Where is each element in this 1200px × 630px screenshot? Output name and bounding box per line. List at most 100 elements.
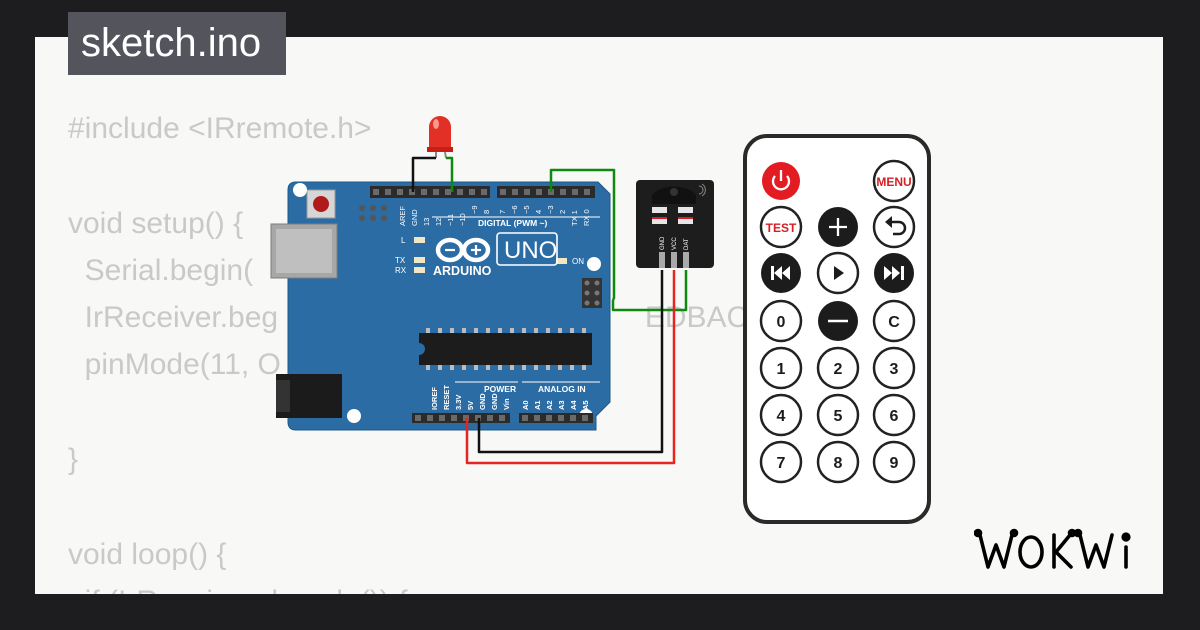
key-label: 1: [777, 361, 786, 378]
rewind-button[interactable]: [761, 253, 801, 293]
board-model: UNO: [504, 237, 557, 264]
code-line: }: [68, 443, 79, 477]
pin-label: Vin: [502, 398, 511, 410]
minus-button[interactable]: [818, 301, 858, 341]
pin-label: RX 0: [582, 209, 591, 226]
pin-label: A2: [545, 400, 554, 410]
remote-key-1[interactable]: 1: [759, 346, 803, 390]
ir-receiver-module[interactable]: GND VCC DAT: [636, 180, 714, 268]
fast-forward-button[interactable]: [874, 253, 914, 293]
analog-label: ANALOG IN: [538, 384, 586, 394]
red-led[interactable]: [427, 116, 453, 159]
digital-label: DIGITAL (PWM ~): [478, 218, 548, 228]
ir-pin-vcc: VCC: [672, 237, 678, 250]
remote-key-4[interactable]: 4: [759, 393, 803, 437]
key-label: C: [888, 314, 900, 331]
wire-ir-vcc: [465, 270, 676, 465]
power-icon: [771, 170, 791, 191]
pin-label: ~6: [510, 205, 519, 214]
play-button[interactable]: [816, 251, 860, 295]
led-label-tx: TX: [395, 256, 406, 265]
menu-label: MENU: [876, 175, 911, 189]
remote-key-8[interactable]: 8: [816, 440, 860, 484]
remote-key-0[interactable]: 0: [759, 299, 803, 343]
code-editor[interactable]: #include <IRremote.h> void setup() { Seri…: [68, 105, 787, 594]
pin-label: AREF: [398, 206, 407, 226]
pin-label: ~3: [546, 205, 555, 214]
test-button[interactable]: TEST: [759, 205, 803, 249]
pin-label: 5V: [466, 401, 475, 410]
pin-label: ~10: [458, 213, 467, 226]
key-label: 7: [777, 455, 786, 472]
canvas-card: #include <IRremote.h> void setup() { Seri…: [35, 37, 1163, 594]
test-label: TEST: [766, 221, 797, 235]
led-label-l: L: [401, 236, 406, 245]
pin-label: 12: [434, 218, 443, 226]
pin-label: A4: [569, 400, 578, 410]
remote-key-3[interactable]: 3: [872, 346, 916, 390]
play-icon: [834, 266, 844, 280]
power-analog-header: [412, 413, 593, 423]
wire-led-gnd: [411, 156, 436, 192]
key-label: 8: [834, 455, 843, 472]
file-tab[interactable]: sketch.ino: [68, 12, 286, 75]
key-label: 6: [890, 408, 899, 425]
code-line: void loop() {: [68, 537, 227, 571]
pin-label: 2: [558, 210, 567, 214]
pin-label: A1: [533, 400, 542, 410]
fast-forward-icon: [884, 266, 904, 280]
ir-signal-icon: [698, 183, 706, 197]
code-line: void setup() {: [68, 206, 244, 240]
ir-pin-dat: DAT: [684, 238, 690, 250]
code-line: #include <IRremote.h>: [68, 112, 372, 145]
code-line: Serial.begin(: [68, 253, 254, 287]
pin-label: A5: [581, 400, 590, 410]
remote-key-2[interactable]: 2: [816, 346, 860, 390]
menu-button[interactable]: MENU: [872, 159, 916, 203]
key-label: 0: [777, 314, 786, 331]
remote-key-5[interactable]: 5: [816, 393, 860, 437]
key-label: 9: [890, 455, 899, 472]
pin-label: 13: [422, 218, 431, 226]
rewind-icon: [771, 266, 790, 280]
pin-label: 8: [482, 210, 491, 214]
microcontroller-chip: [419, 328, 592, 370]
ir-pin-gnd: GND: [660, 236, 666, 250]
arduino-uno-board[interactable]: AREF GND 13 12 ~11 ~10 ~9 8 7 ~6 ~5 4 ~3…: [270, 181, 611, 431]
pin-label: ~5: [522, 205, 531, 214]
plus-icon: [829, 218, 847, 236]
pin-label: 7: [498, 210, 507, 214]
power-button[interactable]: [762, 162, 800, 200]
arduino-infinity-icon: [435, 237, 491, 263]
pin-label: GND: [490, 393, 499, 410]
led-label-rx: RX: [395, 266, 407, 275]
remote-key-7[interactable]: 7: [759, 440, 803, 484]
remote-key-6[interactable]: 6: [872, 393, 916, 437]
pin-label: ~9: [470, 205, 479, 214]
back-button[interactable]: [872, 205, 916, 249]
code-line: pinMode(11, O: [68, 348, 281, 382]
pin-label: RESET: [442, 385, 451, 410]
ir-remote[interactable]: MENU TEST 0: [743, 134, 931, 524]
pin-label: A0: [521, 400, 530, 410]
reset-button[interactable]: [306, 189, 336, 219]
wokwi-logo: [974, 528, 1131, 569]
remote-key-c[interactable]: C: [872, 299, 916, 343]
key-label: 4: [777, 408, 786, 425]
power-label: POWER: [484, 384, 516, 394]
pin-label: ~11: [446, 214, 455, 226]
back-icon: [885, 216, 907, 236]
pin-label: 4: [534, 210, 543, 214]
code-line: if (IrReceiver.decode()) {: [68, 578, 787, 594]
remote-key-9[interactable]: 9: [872, 440, 916, 484]
wire-ir-data: [549, 168, 616, 301]
key-label: 5: [834, 408, 843, 425]
wire-ir-signal: [611, 270, 688, 312]
key-label: 3: [890, 361, 899, 378]
pin-label: A3: [557, 400, 566, 410]
led-label-on: ON: [572, 257, 584, 266]
pin-label: 3.3V: [454, 395, 463, 410]
wire-ir-gnd: [477, 270, 664, 454]
plus-button[interactable]: [818, 207, 858, 247]
